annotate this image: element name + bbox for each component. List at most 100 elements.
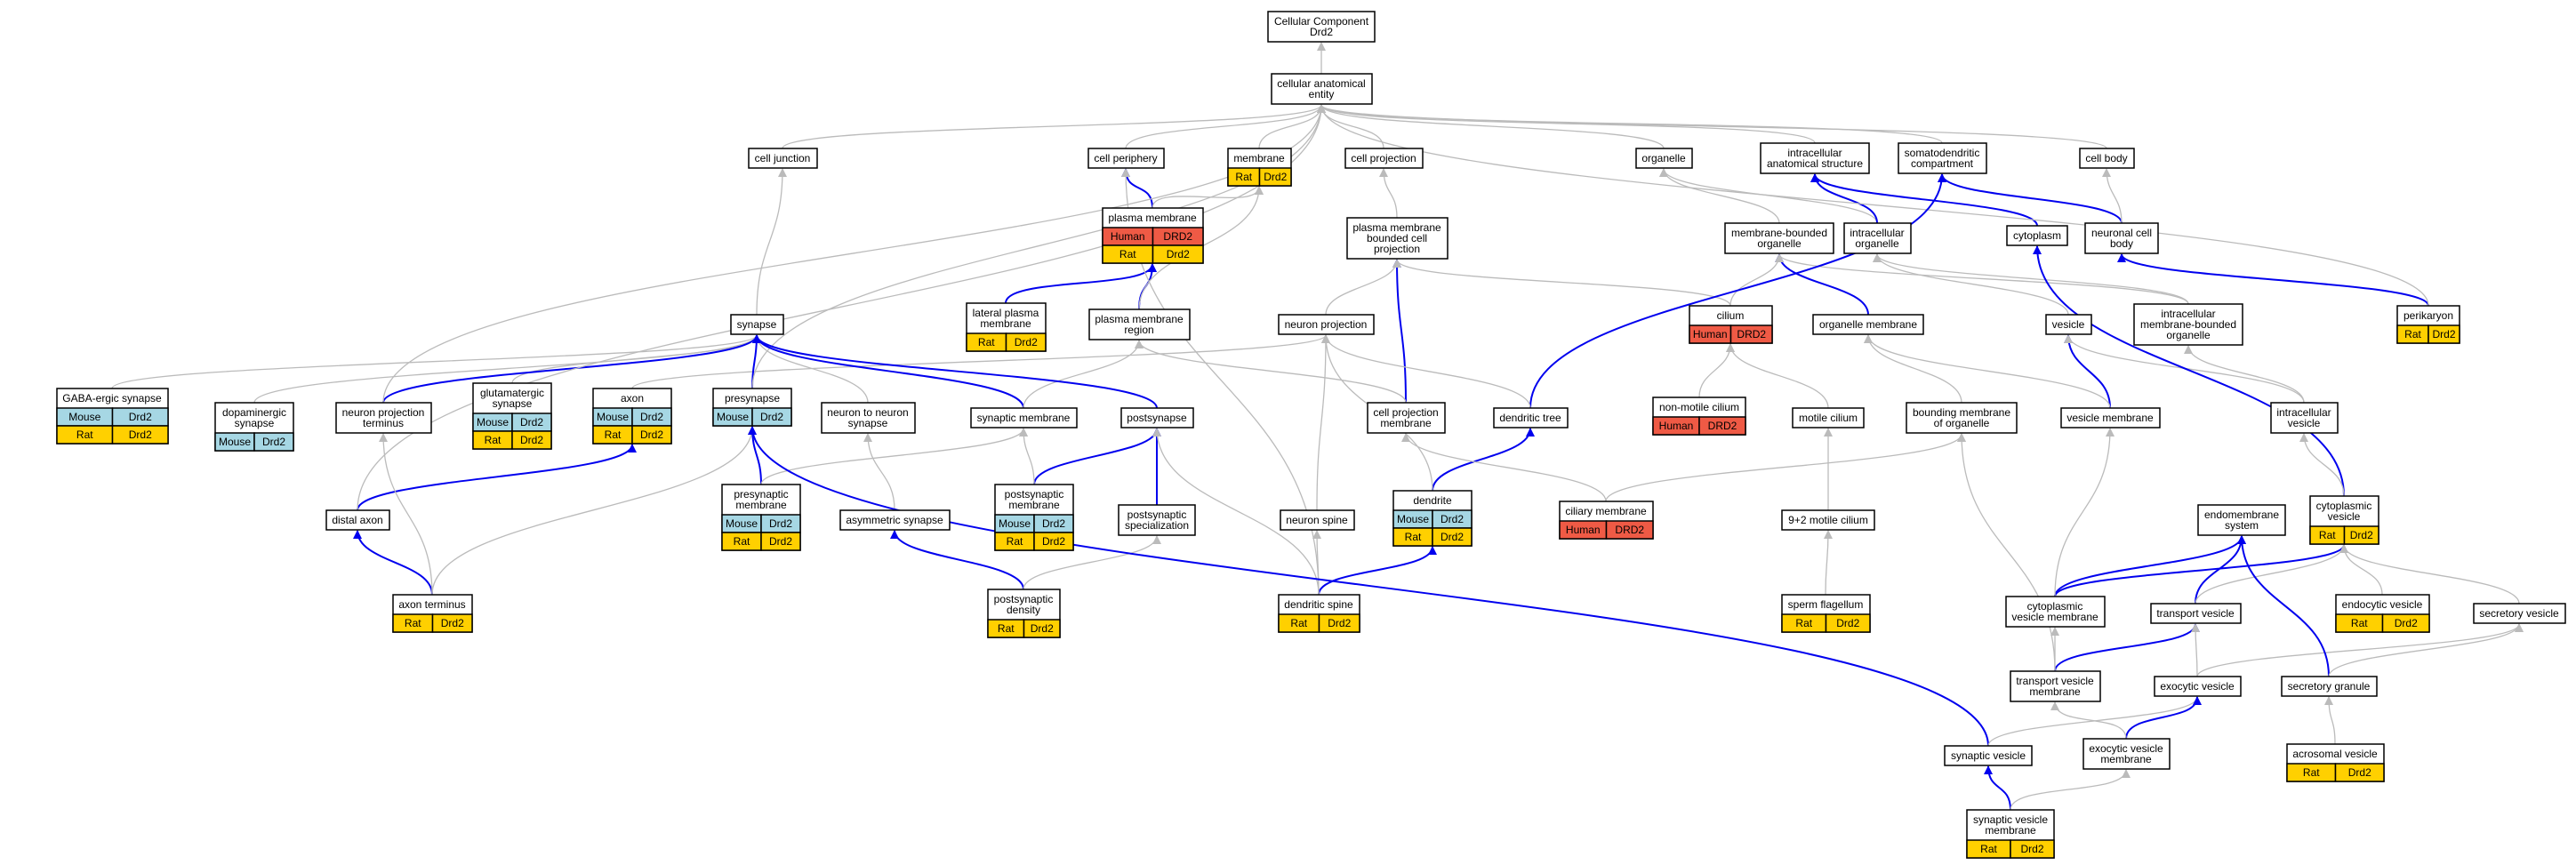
node-synaptic-vesicle[interactable]: synaptic vesicle xyxy=(1944,745,2033,766)
node-dendritic-tree[interactable]: dendritic tree xyxy=(1493,407,1569,428)
node-vesicle-membrane[interactable]: vesicle membrane xyxy=(2060,407,2161,428)
node-box xyxy=(2197,504,2286,536)
node-transport-vesicle[interactable]: transport vesicle xyxy=(2150,603,2242,624)
rat-gene-cell xyxy=(1005,332,1047,352)
node-box xyxy=(2270,402,2339,434)
node-asymmetric-synapse[interactable]: asymmetric synapse xyxy=(839,509,951,531)
node-label: transport vesicle xyxy=(2156,607,2235,620)
node-secretory-vesicle[interactable]: secretory vesicle xyxy=(2473,603,2566,624)
species-label: Rat xyxy=(76,428,93,441)
node-distal-axon[interactable]: distal axon xyxy=(325,509,390,531)
node-organelle[interactable]: organelle xyxy=(1635,148,1693,169)
node-label: compartment xyxy=(1911,157,1974,170)
node-organelle-membrane[interactable]: organelle membrane xyxy=(1812,314,1924,335)
edge-transport_vesicle_membrane-to-transport_vesicle xyxy=(2054,623,2200,672)
node-cell-projection[interactable]: cell projection xyxy=(1344,148,1424,169)
node-label: intracellular xyxy=(2276,406,2331,419)
node-neuron-projection[interactable]: neuron projection xyxy=(1278,314,1375,335)
node-label: organelle xyxy=(2166,329,2211,341)
edge-intracellular_membrane_bounded_organelle-to-intracellular_organelle xyxy=(1873,253,2189,305)
node-label: exocytic vesicle xyxy=(2089,742,2163,755)
edge-plasma_membrane_bounded_cell_projection-to-cell_projection xyxy=(1379,168,1398,219)
node-label: entity xyxy=(1309,88,1335,100)
node-label: organelle xyxy=(1641,152,1686,164)
gene-label: Drd2 xyxy=(129,411,152,423)
species-label: Rat xyxy=(1405,531,1422,543)
edge-dendritic_spine-to-dendrite xyxy=(1318,546,1437,596)
node-box xyxy=(1898,142,1987,174)
node-vesicle[interactable]: vesicle xyxy=(2045,314,2092,335)
node-box xyxy=(2060,407,2161,428)
node-nine-plus-two-motile-cilium[interactable]: 9+2 motile cilium xyxy=(1781,509,1875,531)
node-motile-cilium[interactable]: motile cilium xyxy=(1792,407,1865,428)
node-label: 9+2 motile cilium xyxy=(1788,514,1868,526)
node-neuron-spine[interactable]: neuron spine xyxy=(1280,509,1355,531)
edge-cytoplasmic_vesicle_membrane-to-vesicle_membrane xyxy=(2054,428,2115,597)
node-postsynapse[interactable]: postsynapse xyxy=(1120,407,1194,428)
species-label: Human xyxy=(1659,420,1694,432)
species-label: Rat xyxy=(2303,766,2320,779)
gene-label: Drd2 xyxy=(769,517,792,530)
edge-dendritic_tree-to-somatodendritic_compartment xyxy=(1529,173,1946,409)
edge-acrosomal_vesicle-to-secretory_granule xyxy=(2324,696,2336,745)
node-exocytic-vesicle[interactable]: exocytic vesicle xyxy=(2154,676,2242,697)
node-box xyxy=(1493,407,1569,428)
node-label: asymmetric synapse xyxy=(846,514,943,526)
node-cytoplasm[interactable]: cytoplasm xyxy=(2006,225,2068,246)
node-secretory-granule[interactable]: secretory granule xyxy=(2281,676,2378,697)
rat-gene-cell xyxy=(1432,527,1473,547)
node-box xyxy=(1843,222,1912,254)
node-cell-periphery[interactable]: cell periphery xyxy=(1087,148,1165,169)
node-cell-junction[interactable]: cell junction xyxy=(748,148,818,169)
node-label: ciliary membrane xyxy=(1565,505,1647,517)
edge-plasma_membrane-to-membrane xyxy=(1152,186,1264,209)
node-cell-body[interactable]: cell body xyxy=(2079,148,2135,169)
node-synaptic-membrane[interactable]: synaptic membrane xyxy=(970,407,1078,428)
node-label: vesicle xyxy=(2288,417,2321,429)
node-synapse[interactable]: synapse xyxy=(730,314,784,335)
